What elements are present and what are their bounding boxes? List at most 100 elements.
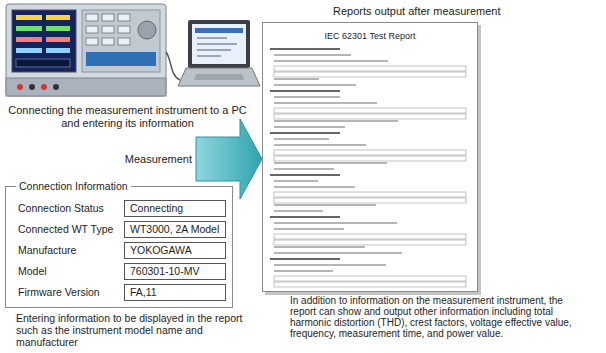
report-table-row bbox=[274, 114, 466, 119]
key bbox=[102, 26, 114, 33]
key bbox=[118, 26, 130, 33]
report-text-line bbox=[274, 180, 318, 182]
report-text-line bbox=[274, 228, 344, 230]
report-text-line bbox=[270, 48, 340, 50]
report-table-row bbox=[274, 234, 466, 239]
report-heading: Reports output after measurement bbox=[333, 5, 501, 18]
field-box: FA,11 bbox=[124, 284, 226, 301]
key-panel bbox=[82, 10, 160, 72]
instrument-base bbox=[6, 78, 166, 96]
report-table-row bbox=[274, 192, 466, 197]
report-text-line bbox=[274, 138, 329, 140]
field-box: 760301-10-MV bbox=[124, 263, 226, 280]
screen-readout bbox=[16, 15, 42, 20]
report-text-line bbox=[274, 60, 388, 62]
report-text-line bbox=[270, 216, 340, 218]
field-label: Manufacture bbox=[18, 244, 76, 257]
report-text-line bbox=[274, 84, 356, 86]
report-table-row bbox=[274, 156, 466, 161]
report-text-line bbox=[274, 102, 377, 104]
report-text-line bbox=[274, 54, 351, 56]
key-strip bbox=[86, 52, 156, 66]
report-text-line bbox=[270, 174, 340, 176]
field-label: Connected WT Type bbox=[18, 223, 113, 236]
cable bbox=[166, 52, 180, 80]
screen-readout bbox=[16, 48, 42, 53]
screen-readout bbox=[46, 26, 70, 31]
laptop-base bbox=[178, 68, 260, 86]
report-text-line bbox=[274, 96, 340, 98]
report-text-line bbox=[274, 204, 376, 206]
report-text-line bbox=[274, 144, 366, 146]
report-table-row bbox=[274, 150, 466, 155]
report-table-row bbox=[274, 282, 466, 287]
field-value: WT3000, 2A Model bbox=[130, 222, 219, 237]
window-line bbox=[197, 49, 231, 51]
key bbox=[86, 38, 98, 45]
report-text-line bbox=[274, 78, 319, 80]
group-box: Connection InformationConnection StatusC… bbox=[5, 186, 233, 308]
field-value: 760301-10-MV bbox=[130, 264, 199, 279]
key bbox=[102, 14, 114, 21]
report-text-line bbox=[274, 222, 397, 224]
report-text-line bbox=[274, 270, 333, 272]
report-table-row bbox=[274, 198, 466, 203]
instrument-screen bbox=[12, 10, 76, 72]
field-value: YOKOGAWA bbox=[130, 243, 192, 258]
laptop-lid bbox=[188, 20, 250, 68]
laptop-keyboard bbox=[194, 74, 244, 80]
screen-readout bbox=[46, 15, 70, 20]
caption: Connecting the measurement instrument to… bbox=[5, 104, 250, 130]
field-value: FA,11 bbox=[130, 285, 157, 300]
report-title: IEC 62301 Test Report bbox=[263, 31, 477, 42]
report-table-row bbox=[274, 66, 466, 71]
field-box: YOKOGAWA bbox=[124, 242, 226, 259]
report-text-line bbox=[274, 162, 387, 164]
group-title: Connection Information bbox=[16, 180, 131, 193]
window-line bbox=[197, 55, 221, 57]
report-text-line bbox=[274, 120, 398, 122]
knob bbox=[138, 21, 156, 39]
report-table-row bbox=[274, 240, 466, 245]
key bbox=[102, 38, 114, 45]
report-text-line bbox=[274, 210, 323, 212]
field-box: WT3000, 2A Model bbox=[124, 221, 226, 238]
window-line bbox=[197, 43, 237, 45]
terminal bbox=[41, 84, 47, 90]
edge-label: Measurement bbox=[125, 153, 192, 166]
screen-bar bbox=[16, 59, 70, 67]
field-label: Model bbox=[18, 265, 47, 278]
report-text-line bbox=[274, 126, 345, 128]
report-text-line bbox=[270, 258, 340, 260]
report-text-line bbox=[274, 252, 402, 254]
terminal bbox=[29, 84, 35, 90]
report-text-line bbox=[274, 246, 365, 248]
key bbox=[118, 38, 130, 45]
window-bar bbox=[195, 28, 243, 33]
laptop-screen bbox=[192, 24, 246, 64]
terminal bbox=[17, 84, 23, 90]
field-label: Connection Status bbox=[18, 202, 104, 215]
instrument-body bbox=[6, 4, 166, 96]
key bbox=[118, 14, 130, 21]
field-box: Connecting bbox=[124, 200, 226, 217]
window-line bbox=[197, 37, 227, 39]
report-page: Reports output after measurementIEC 6230… bbox=[262, 22, 478, 292]
key bbox=[86, 14, 98, 21]
terminal bbox=[53, 84, 59, 90]
field-label: Firmware Version bbox=[18, 286, 100, 299]
caption: In addition to information on the measur… bbox=[290, 295, 582, 339]
report-text-line bbox=[270, 132, 340, 134]
report-table-row bbox=[274, 108, 466, 113]
report-table-row bbox=[274, 276, 466, 281]
screen-readout bbox=[16, 26, 42, 31]
report-text-line bbox=[274, 264, 386, 266]
block-arrow bbox=[196, 119, 262, 199]
field-value: Connecting bbox=[130, 201, 183, 216]
screen-readout bbox=[16, 37, 42, 42]
report-text-line bbox=[274, 168, 334, 170]
report-text-line bbox=[270, 90, 340, 92]
screen-readout bbox=[46, 48, 70, 53]
screen-readout bbox=[46, 37, 70, 42]
